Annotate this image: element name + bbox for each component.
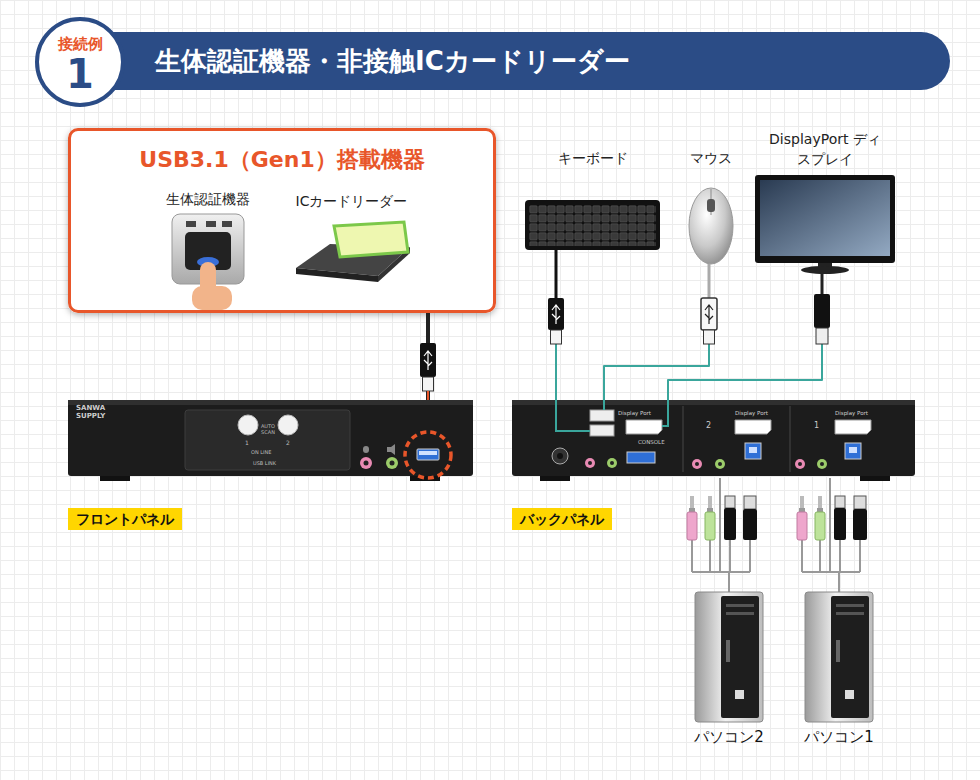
title-text: 生体認証機器・非接触ICカードリーダー (95, 32, 950, 90)
panel-label: Display Port (735, 410, 768, 417)
badge-number: 1 (39, 53, 121, 95)
ic-card-reader (296, 222, 410, 282)
device-label: 生体認証機器 (166, 190, 250, 208)
front-panel (68, 400, 473, 481)
badge-heading: 接続例 (39, 35, 121, 53)
pc-unit: パソコン1 (805, 592, 873, 722)
fingerprint-device (172, 214, 244, 310)
panel-label: Display Port (835, 410, 868, 417)
device-label: キーボード (558, 149, 628, 167)
panel-tag: フロントパネル (68, 508, 182, 530)
panel-label: AUTO SCAN (256, 423, 280, 435)
mouse (689, 188, 733, 344)
device-icon: ICカードリーダー (293, 220, 410, 292)
panel-label: USB LINK (253, 460, 276, 466)
device-label: ICカードリーダー (296, 192, 408, 210)
title-band: 生体認証機器・非接触ICカードリーダー (95, 32, 950, 90)
display-device: DisplayPort ディスプレイ (755, 175, 895, 270)
keyboard-device: キーボード (525, 200, 660, 250)
badge-circle: 接続例1 (35, 17, 125, 107)
cable-connector (668, 270, 822, 400)
pc-cables (687, 496, 867, 572)
device-label: マウス (690, 149, 732, 167)
keyboard (525, 200, 660, 344)
panel-label: 1 (814, 421, 819, 430)
mouse-device: マウス (688, 188, 734, 266)
panel-tag: バックパネル (512, 508, 612, 530)
pc-label: パソコン1 (804, 728, 874, 746)
device-icon: 生体認証機器 (172, 214, 244, 292)
group-heading: USB3.1（Gen1）搭載機器 (71, 147, 493, 173)
panel-label: 2 (286, 439, 290, 446)
panel-label: 1 (245, 439, 249, 446)
pc-label: パソコン2 (694, 728, 764, 746)
front-panel-unit: フロントパネル (68, 400, 473, 478)
panel-label: 2 (706, 421, 711, 430)
device-group-box: USB3.1（Gen1）搭載機器生体認証機器 ICカードリーダー (68, 128, 496, 313)
monitor (755, 175, 895, 344)
back-panel (512, 400, 915, 481)
pc-tower (695, 592, 873, 722)
panel-label: Display Port (618, 410, 651, 417)
device-box-ground (68, 128, 496, 313)
pc-unit: パソコン2 (695, 592, 763, 722)
device-label: DisplayPort ディスプレイ (767, 129, 883, 169)
panel-label: CONSOLE (638, 439, 665, 446)
panel-label: ON LINE (251, 449, 271, 455)
panel-label: SANWA SUPPLY (76, 404, 110, 420)
